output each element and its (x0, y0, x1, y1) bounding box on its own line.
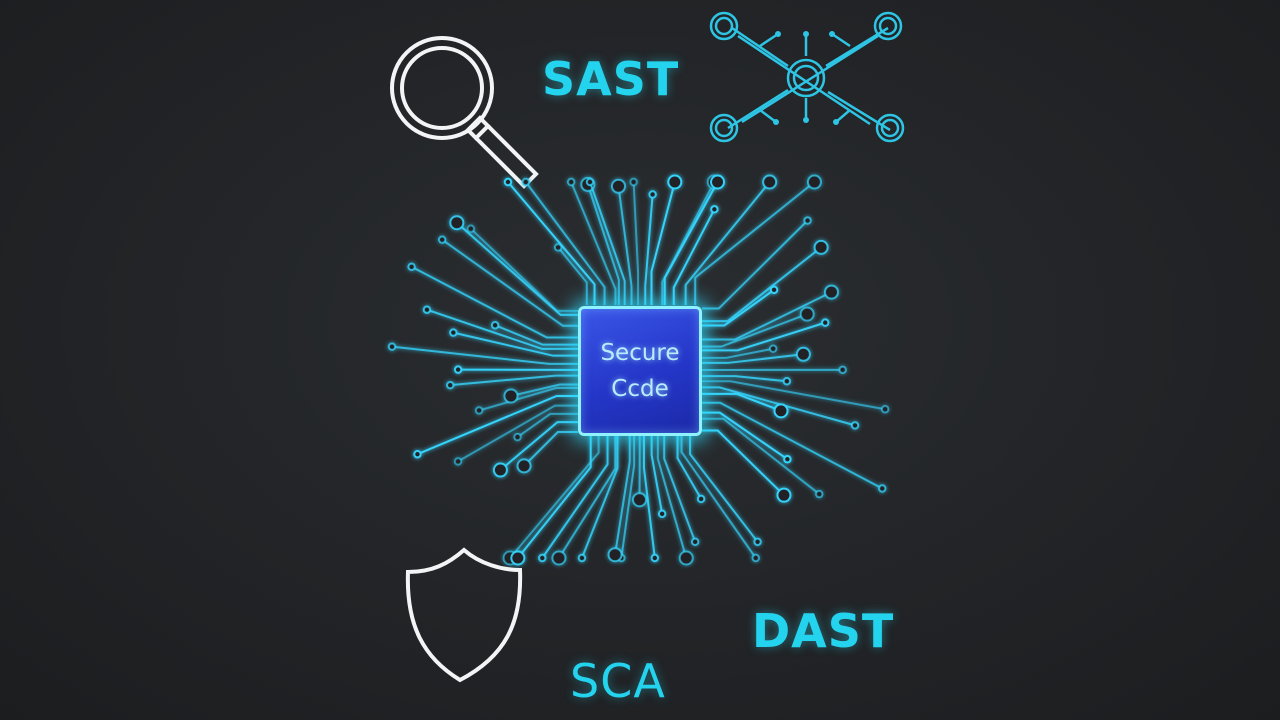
label-dast: DAST (752, 604, 895, 658)
label-sca: SCA (570, 654, 666, 708)
secure-code-chip: Secure Ccde (578, 306, 702, 436)
circuit-traces (387, 174, 890, 566)
label-sast: SAST (542, 52, 680, 106)
chip-label-line2: Ccde (611, 376, 669, 402)
network-nodes-icon (709, 11, 905, 143)
chip-label-line1: Secure (600, 340, 680, 366)
magnifying-glass-icon (390, 36, 539, 189)
shield-icon (405, 547, 523, 683)
